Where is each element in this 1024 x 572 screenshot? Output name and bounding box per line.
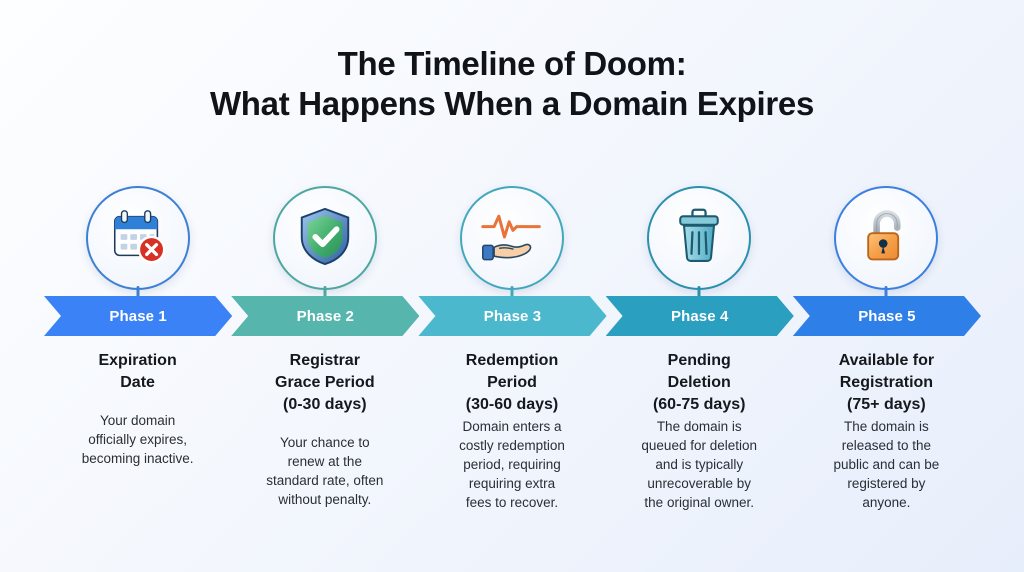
phase-banner-item-5[interactable]: Phase 5	[793, 296, 981, 336]
phase-banner-item-1[interactable]: Phase 1	[44, 296, 232, 336]
hand-heartbeat-icon	[479, 205, 545, 272]
phase-banner-item-4[interactable]: Phase 4	[606, 296, 794, 336]
phase-text-column-4: Pending Deletion (60-75 days) The domain…	[606, 350, 793, 512]
icon-cell-phase-4	[606, 186, 793, 306]
phase-text-column-3: Redemption Period (30-60 days) Domain en…	[418, 350, 605, 512]
icon-circle-phase-4	[647, 186, 752, 306]
phase-text-row: Expiration Date Your domain officially e…	[44, 350, 980, 512]
phase-heading-1: Expiration Date	[98, 352, 177, 391]
phase-heading-5: Available for Registration (75+ days)	[838, 352, 935, 413]
title-line-2: What Happens When a Domain Expires	[209, 85, 815, 122]
phase-heading-3: Redemption Period (30-60 days)	[465, 352, 559, 413]
phase-description-3: Domain enters a costly redemption period…	[459, 419, 565, 510]
icon-cell-phase-3	[418, 186, 605, 306]
phase-text-column-5: Available for Registration (75+ days) Th…	[793, 350, 980, 512]
icon-cell-phase-2	[231, 186, 418, 306]
icon-circle-phase-3	[460, 186, 564, 306]
title-line-1: The Timeline of Doom:	[337, 45, 687, 82]
shield-check-icon	[294, 205, 356, 272]
phase-text-column-1: Expiration Date Your domain officially e…	[44, 350, 231, 512]
icon-cell-phase-1	[44, 186, 231, 306]
icon-cell-phase-5	[793, 186, 980, 306]
icon-row	[44, 186, 980, 306]
trash-can-icon	[669, 205, 729, 272]
phase-banner: Phase 1 Phase 2 Phase 3 Phase 4 Phase 5	[44, 296, 980, 336]
phase-banner-label-3: Phase 3	[483, 307, 542, 325]
phase-description-5: The domain is released to the public and…	[833, 419, 940, 510]
phase-text-column-2: Registrar Grace Period (0-30 days) Your …	[231, 350, 418, 512]
phase-banner-label-4: Phase 4	[671, 307, 729, 325]
unlocked-padlock-icon	[856, 205, 916, 272]
calendar-x-icon	[107, 205, 169, 272]
phase-banner-label-5: Phase 5	[858, 307, 916, 325]
phase-banner-label-1: Phase 1	[109, 307, 167, 325]
icon-circle-phase-2	[272, 186, 377, 306]
phase-banner-item-3[interactable]: Phase 3	[418, 296, 606, 336]
phase-heading-2: Registrar Grace Period (0-30 days)	[275, 352, 375, 413]
icon-circle-phase-5	[834, 186, 939, 306]
phase-description-1: Your domain officially expires, becoming…	[81, 413, 194, 466]
phase-description-4: The domain is queued for deletion and is…	[641, 419, 757, 510]
phase-heading-4: Pending Deletion (60-75 days)	[652, 352, 746, 413]
icon-circle-phase-1	[85, 186, 190, 306]
phase-banner-label-2: Phase 2	[296, 307, 354, 325]
page-title: The Timeline of Doom: What Happens When …	[0, 44, 1024, 124]
phase-banner-item-2[interactable]: Phase 2	[231, 296, 419, 336]
phase-description-2: Your chance to renew at the standard rat…	[266, 435, 384, 507]
